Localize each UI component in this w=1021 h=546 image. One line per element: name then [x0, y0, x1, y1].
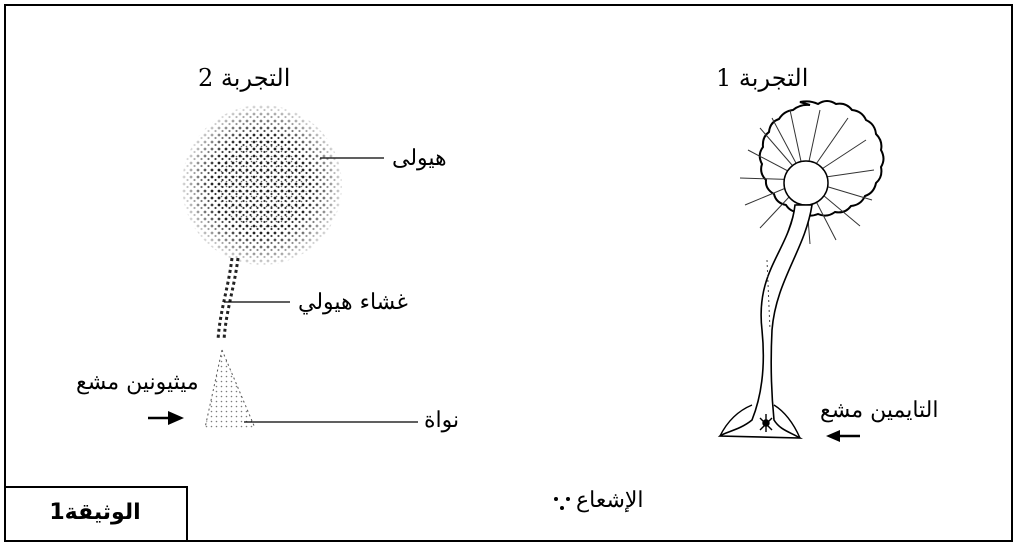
therefore-symbol [554, 497, 570, 510]
radioactive-thymine-label: التايمين مشع [820, 398, 939, 423]
nucleus-label: نواة [424, 408, 459, 433]
experiment-1-title: التجربة 1 [716, 64, 808, 92]
experiment-1-cell [720, 101, 884, 442]
document-label-box: الوثيقة1 [4, 486, 188, 542]
radioactive-methionine-label: ميثيونين مشع [76, 370, 199, 395]
cytoplasm-label: هيولى [392, 146, 447, 171]
experiment-2-arrow [148, 411, 184, 425]
radiation-legend-label: الإشعاع [576, 488, 644, 513]
experiment-1-arrow [826, 430, 860, 442]
membrane-label: غشاء هيولي [298, 290, 408, 315]
experiment-2-title: التجربة 2 [198, 64, 290, 92]
document-label: الوثيقة1 [4, 500, 186, 525]
